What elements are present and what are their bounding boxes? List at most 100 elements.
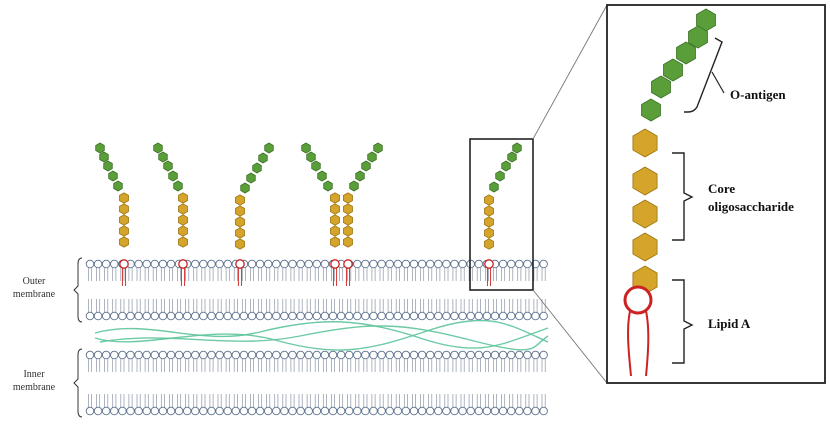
inner-phospholipid-head — [263, 350, 273, 360]
core-sugar-hex — [343, 236, 353, 248]
inner-phospholipid-head — [142, 350, 151, 360]
outer-phospholipid-head — [539, 259, 548, 269]
core-label-line1: Core — [708, 181, 735, 196]
outer-phospholipid-head — [247, 311, 257, 321]
core-sugar-hex — [119, 192, 129, 204]
core-sugar-hex — [119, 225, 129, 237]
inner-phospholipid-head — [393, 350, 403, 360]
core-sugar-hex — [178, 214, 188, 226]
outer-phospholipid-head — [328, 311, 338, 321]
outer-phospholipid-head — [482, 311, 492, 321]
outer-phospholipid-head — [312, 311, 322, 321]
outer-phospholipid-head — [101, 259, 111, 269]
inner-phospholipid-head — [498, 350, 508, 360]
core-sugar-hex-large — [632, 232, 658, 262]
outer-phospholipid-head — [263, 311, 273, 321]
zoomed-lps-panel — [606, 4, 826, 384]
peptidoglycan-strand — [94, 321, 549, 349]
zoom-connector-bottom — [532, 289, 608, 384]
outer-phospholipid-head — [377, 311, 386, 321]
core-sugar-hex — [119, 236, 129, 248]
inner-phospholipid-head — [434, 406, 443, 416]
outer-phospholipid-head — [101, 311, 111, 321]
outer-phospholipid-head — [515, 259, 524, 269]
outer-phospholipid-head — [344, 311, 354, 321]
inner-phospholipid-head — [110, 350, 119, 360]
outer-phospholipid-head — [393, 259, 403, 269]
inner-phospholipid-head — [490, 350, 500, 360]
outer-phospholipid-head — [498, 259, 508, 269]
inner-phospholipid-head — [304, 406, 313, 416]
outer-phospholipid-head — [272, 259, 281, 269]
o-antigen-sugar-hex — [495, 170, 505, 182]
inner-phospholipid-head — [353, 350, 362, 360]
inner-phospholipid-head — [199, 406, 208, 416]
outer-phospholipid-head — [425, 259, 435, 269]
core-sugar-hex-large — [632, 199, 658, 229]
inner-phospholipid-head — [401, 350, 411, 360]
inner-phospholipid-head — [191, 406, 200, 416]
outer-phospholipid-head — [142, 259, 151, 269]
inner-phospholipid-head — [223, 406, 232, 416]
inner-phospholipid-head — [182, 406, 192, 416]
core-sugar-hex — [330, 192, 340, 204]
outer-phospholipid-head — [409, 259, 419, 269]
o-antigen-sugar-hex — [163, 160, 173, 172]
o-antigen-sugar-hex — [349, 180, 359, 192]
inner-phospholipid-head — [272, 350, 281, 360]
core-bracket — [672, 152, 694, 241]
inner-membrane-bracket — [73, 348, 83, 418]
inner-phospholipid-head — [126, 406, 135, 416]
inner-phospholipid-head — [263, 406, 273, 416]
inner-phospholipid-head — [247, 350, 257, 360]
inner-phospholipid-head — [506, 406, 516, 416]
inner-phospholipid-head — [377, 350, 386, 360]
inner-phospholipid-head — [377, 406, 386, 416]
outer-phospholipid-head — [506, 259, 516, 269]
inner-phospholipid-head — [490, 406, 500, 416]
outer-phospholipid-head — [247, 259, 257, 269]
inner-phospholipid-head — [142, 406, 151, 416]
core-sugar-hex — [235, 205, 245, 217]
o-antigen-sugar-hex — [113, 180, 123, 192]
inner-phospholipid-head — [207, 406, 216, 416]
inner-phospholipid-head — [417, 350, 427, 360]
inner-phospholipid-head — [174, 350, 184, 360]
inner-phospholipid-head — [174, 406, 184, 416]
outer-phospholipid-head — [393, 311, 403, 321]
inner-phospholipid-head — [191, 350, 200, 360]
inner-phospholipid-head — [531, 350, 540, 360]
inner-phospholipid-head — [401, 406, 411, 416]
o-antigen-sugar-hex — [95, 142, 105, 154]
lipid-a-head — [330, 259, 340, 269]
outer-phospholipid-head — [369, 259, 378, 269]
core-sugar-hex — [343, 203, 353, 215]
outer-phospholipid-head — [539, 311, 548, 321]
inner-phospholipid-head — [466, 406, 475, 416]
o-antigen-sugar-hex — [306, 151, 316, 163]
o-antigen-sugar-hex — [252, 162, 262, 174]
outer-phospholipid-head — [150, 259, 160, 269]
core-sugar-hex — [484, 205, 494, 217]
inner-membrane-label-line2: membrane — [13, 382, 56, 393]
inner-phospholipid-head — [85, 406, 95, 416]
inner-phospholipid-head — [320, 406, 330, 416]
inner-phospholipid-head — [199, 350, 208, 360]
inner-phospholipid-head — [288, 350, 297, 360]
inner-phospholipid-head — [506, 350, 516, 360]
o-antigen-sugar-hex — [311, 160, 321, 172]
zoom-connector-top — [532, 4, 608, 140]
outer-phospholipid-head — [280, 259, 289, 269]
outer-membrane — [85, 259, 548, 321]
o-antigen-sugar-hex — [103, 160, 113, 172]
component-labels: O-antigen Core oligosaccharide Lipid A — [708, 87, 794, 331]
inner-phospholipid-head — [110, 406, 119, 416]
inner-phospholipid-head — [101, 350, 111, 360]
lipid-a-tail-large — [645, 310, 650, 377]
outer-phospholipid-head — [466, 311, 475, 321]
outer-phospholipid-head — [417, 259, 427, 269]
core-sugar-hex — [119, 203, 129, 215]
o-antigen-sugar-hex-large — [676, 41, 696, 65]
outer-phospholipid-head — [158, 259, 168, 269]
inner-phospholipid-head — [320, 350, 330, 360]
